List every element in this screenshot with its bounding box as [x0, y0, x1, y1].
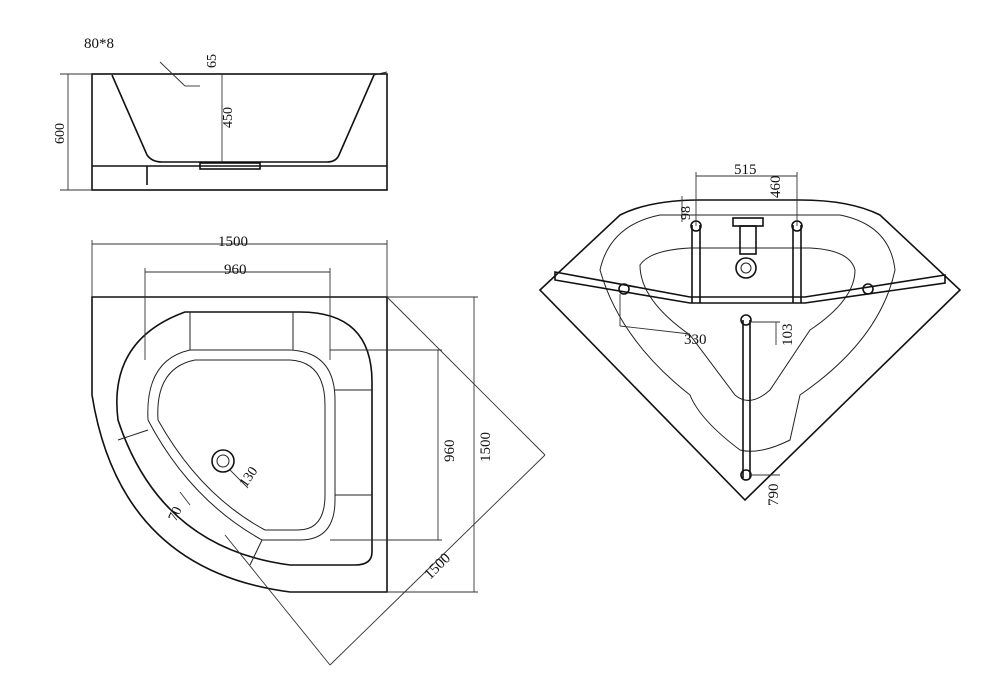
drain-offset-label: 130 — [237, 464, 261, 490]
drain-icon — [211, 449, 235, 473]
drain-spec-label: 80*8 — [84, 36, 114, 52]
drain-inner-icon — [216, 454, 230, 468]
plan-view: 1500 960 960 1500 130 70 1500 — [91, 234, 546, 666]
leg-icon — [862, 283, 874, 295]
overall-height-label: 1500 — [478, 432, 494, 462]
plan-basin-outer — [147, 349, 336, 541]
center-offset-label: 103 — [780, 324, 796, 347]
drain-mount — [732, 217, 764, 227]
front-offset-label: 790 — [766, 484, 782, 507]
plan-outline — [91, 296, 388, 593]
leg-offset-label: 98 — [679, 206, 694, 220]
drain-outlet-icon — [735, 257, 757, 279]
drain-fitting — [199, 162, 261, 170]
inner-height-label: 960 — [442, 440, 458, 463]
side-offset-label: 330 — [684, 332, 707, 348]
side-view: 80*8 65 450 600 — [53, 36, 388, 191]
total-height-label: 600 — [53, 123, 68, 144]
rim-lip — [373, 71, 388, 76]
rim-width-label: 70 — [166, 505, 186, 524]
overall-width-label: 1500 — [218, 234, 248, 250]
leg-spacing-label: 515 — [734, 162, 757, 178]
side-outline — [91, 73, 388, 191]
diagonal-label: 1500 — [422, 550, 455, 583]
bottom-basin — [639, 247, 856, 401]
leg-depth-label: 460 — [768, 176, 784, 199]
plan-basin-inner — [157, 359, 326, 531]
leg-icon — [740, 314, 752, 326]
plan-rim — [116, 311, 373, 566]
drain-pipe — [739, 225, 757, 255]
inner-depth-label: 450 — [221, 107, 236, 128]
bottom-view: 515 460 98 330 103 790 — [538, 162, 962, 507]
bottom-outline — [538, 199, 962, 502]
bottom-rim — [599, 214, 896, 452]
frame-crossbar — [554, 271, 946, 304]
rim-offset-label: 65 — [205, 54, 220, 68]
leg-icon — [618, 283, 630, 295]
inner-width-label: 960 — [224, 262, 247, 278]
tub-profile — [111, 74, 375, 163]
